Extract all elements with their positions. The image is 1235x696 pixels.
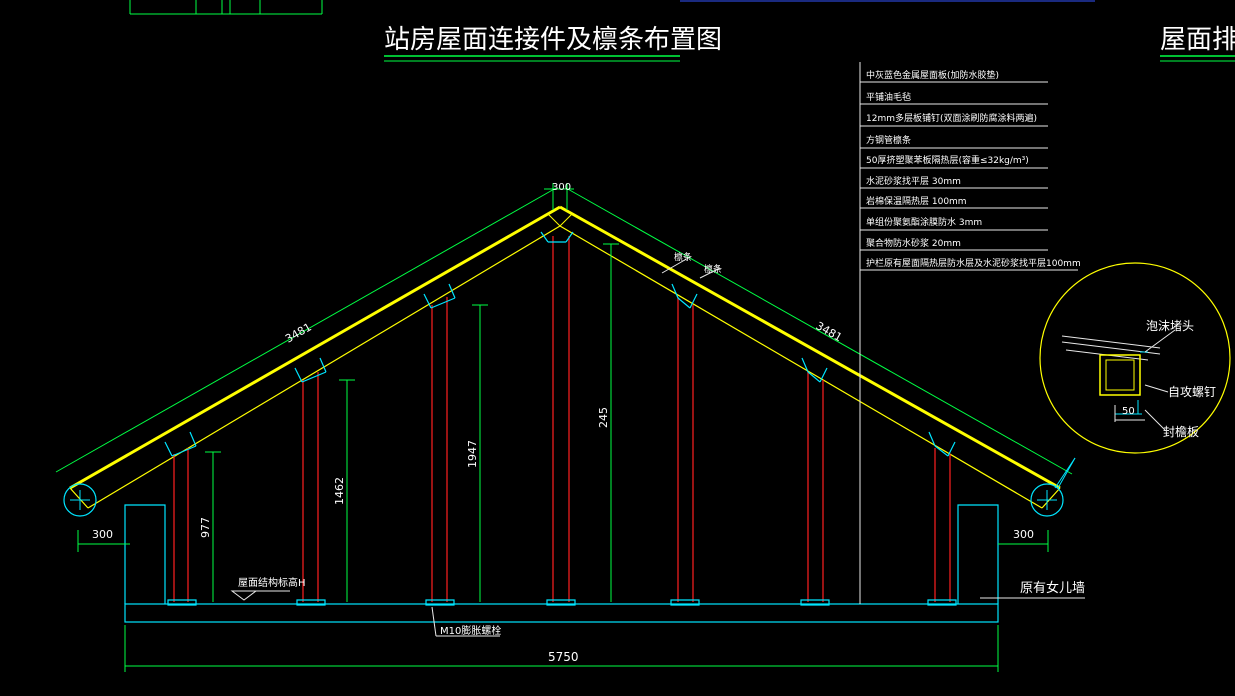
purlin-label-2: 檩条	[704, 263, 722, 275]
top-fragment-lines	[129, 0, 1095, 15]
material-layer-7: 岩棉保温隔热层 100mm	[866, 195, 967, 207]
bolt-leader	[431, 606, 437, 637]
detail-foam-plug: 泡沫堵头	[1146, 319, 1194, 333]
dim-overall-width: 5750	[548, 650, 579, 664]
material-layer-4: 方钢管檩条	[866, 134, 911, 146]
purlin-leader-2	[699, 267, 721, 279]
purlin-label-1: 檩条	[674, 251, 692, 263]
material-layer-9: 聚合物防水砂浆 20mm	[866, 237, 961, 249]
material-layer-8: 单组份聚氨酯涂膜防水 3mm	[866, 216, 982, 228]
eave-detail	[1039, 262, 1231, 489]
material-layer-1: 中灰蓝色金属屋面板(加防水胶垫)	[866, 69, 999, 81]
support-posts	[173, 236, 951, 602]
dim-right-overhang: 300	[1013, 528, 1034, 541]
dim-post-height-2: 1462	[333, 477, 346, 505]
dim-right-slope: 3481	[814, 319, 845, 344]
parapet-label: 原有女儿墙	[1020, 580, 1085, 596]
bolt-label: M10膨胀螺栓	[440, 624, 501, 637]
detail-gap-dim: 50	[1122, 406, 1135, 417]
slope-dimension-lines	[55, 183, 1073, 475]
material-layer-2: 平铺油毛毡	[866, 91, 911, 103]
base-plates	[167, 599, 957, 606]
purlin-leader-1	[661, 256, 691, 274]
purlin-connectors	[164, 231, 956, 457]
dim-post-height-1: 977	[199, 517, 212, 538]
dim-left-overhang: 300	[92, 528, 113, 541]
vertical-dimension-lines	[205, 243, 619, 602]
material-layer-6: 水泥砂浆找平层 30mm	[866, 175, 961, 187]
dim-ridge-top: 300	[552, 182, 571, 193]
dim-left-slope: 3481	[283, 320, 314, 345]
partial-title: 屋面排	[1160, 25, 1235, 55]
detail-eave-board: 封檐板	[1163, 425, 1199, 439]
main-title: 站房屋面连接件及檩条布置图	[384, 25, 722, 55]
parapet-walls	[124, 504, 999, 623]
material-leader	[859, 62, 1078, 604]
material-layer-3: 12mm多层板铺钉(双面涂刷防腐涂料两遍)	[866, 112, 1037, 124]
material-layer-10: 护栏原有屋面隔热层防水层及水泥砂浆找平层100mm	[866, 257, 1081, 269]
material-layer-5: 50厚挤塑聚苯板隔热层(容重≤32kg/m³)	[866, 154, 1029, 166]
roof-level-marker	[230, 590, 290, 601]
roof-level-label: 屋面结构标高H	[238, 576, 306, 589]
dim-post-height-4: 245	[597, 407, 610, 428]
detail-screw: 自攻螺钉	[1168, 385, 1216, 399]
eave-circles	[63, 457, 1076, 517]
dim-post-height-3: 1947	[466, 440, 479, 468]
roof-truss	[69, 205, 1061, 509]
horizontal-dimension-lines	[77, 530, 1049, 672]
